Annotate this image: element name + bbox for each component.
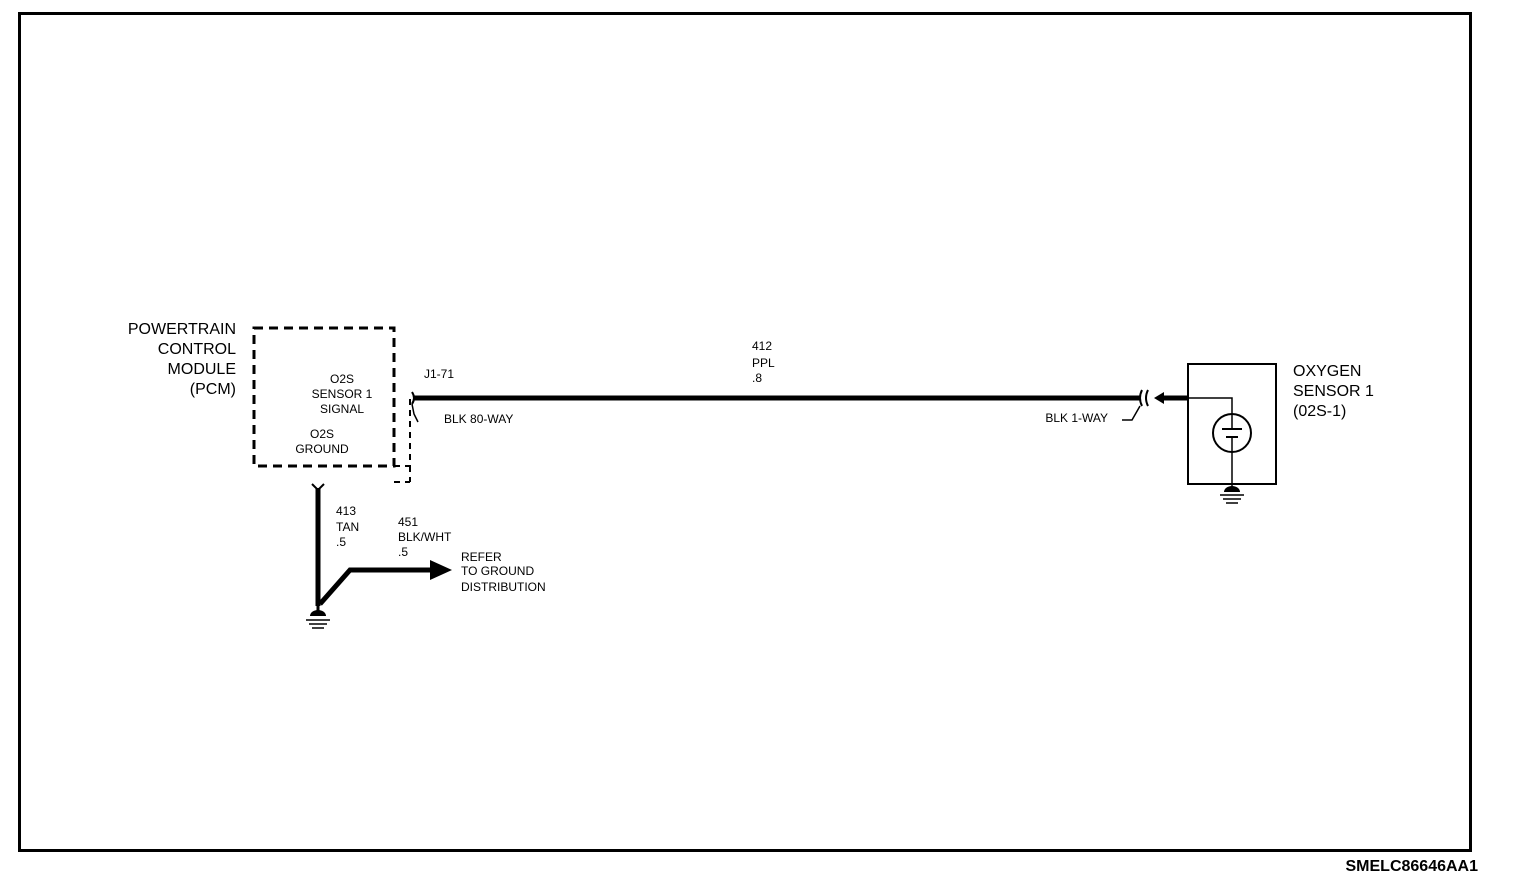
ground-pin-line-2: GROUND: [295, 442, 349, 456]
pcm-connector-leader: [411, 403, 419, 423]
ground-reference-line-3: DISTRIBUTION: [461, 580, 546, 594]
pcm-connector-terminal: [411, 391, 415, 405]
ground-reference-line-1: REFER: [461, 550, 502, 564]
signal-pin-line-3: SIGNAL: [320, 402, 364, 416]
ground-wire-451: [318, 567, 432, 606]
oxygen-sensor-title: OXYGEN SENSOR 1 (02S-1): [1293, 363, 1374, 420]
sensor-connector-terminal-mate: [1145, 389, 1149, 407]
ground-distribution-reference: REFER TO GROUND DISTRIBUTION: [461, 550, 546, 594]
pcm-connector-label: BLK 80-WAY: [444, 412, 513, 426]
sensor-internal-signal-line: [1188, 397, 1233, 414]
ground-wire-413-circuit: 413: [336, 504, 356, 518]
sensor-connector-leader: [1122, 405, 1141, 421]
ground-wire-413-gauge: .5: [336, 535, 346, 549]
sensor-ground-icon: [1220, 486, 1244, 504]
signal-wire-color: PPL: [752, 356, 775, 370]
signal-wire-gauge: .8: [752, 371, 762, 385]
ground-wire-413-color: TAN: [336, 520, 359, 534]
ground-wire-451-circuit: 451: [398, 515, 418, 529]
pcm-title-line-1: POWERTRAIN: [128, 321, 236, 338]
figure-id: SMELC86646AA1: [1345, 858, 1479, 875]
pcm-box-extension: [394, 398, 411, 467]
signal-pin-line-1: O2S: [330, 372, 354, 386]
sensor-connector-terminal: [1139, 389, 1143, 407]
sensor-title-line-1: OXYGEN: [1293, 363, 1361, 380]
pcm-connector-pin: J1-71: [424, 367, 454, 381]
diagram-border: [18, 12, 1472, 852]
pcm-box: [252, 326, 396, 468]
sensor-connector-label: BLK 1-WAY: [1045, 411, 1108, 425]
ground-wire-451-gauge: .5: [398, 545, 408, 559]
ground-pin-line-1: O2S: [310, 427, 334, 441]
pcm-ground-pin-label: O2S GROUND: [295, 427, 349, 456]
pcm-title-line-3: MODULE: [168, 361, 236, 378]
pcm-title: POWERTRAIN CONTROL MODULE (PCM): [128, 321, 236, 398]
ground-reference-line-2: TO GROUND: [461, 564, 534, 578]
signal-wire-circuit: 412: [752, 339, 772, 353]
sensor-title-line-2: SENSOR 1: [1293, 383, 1374, 400]
sensor-title-line-3: (02S-1): [1293, 403, 1346, 420]
signal-pin-line-2: SENSOR 1: [312, 387, 373, 401]
ground-wire-451-color: BLK/WHT: [398, 530, 452, 544]
sensor-connector-arrow: [1154, 392, 1164, 404]
pcm-signal-pin-label: O2S SENSOR 1 SIGNAL: [312, 372, 373, 416]
pcm-ground-icon: [306, 606, 330, 629]
ground-distribution-arrow: [430, 560, 452, 580]
pcm-title-line-2: CONTROL: [158, 341, 236, 358]
pcm-title-line-4: (PCM): [190, 381, 236, 398]
